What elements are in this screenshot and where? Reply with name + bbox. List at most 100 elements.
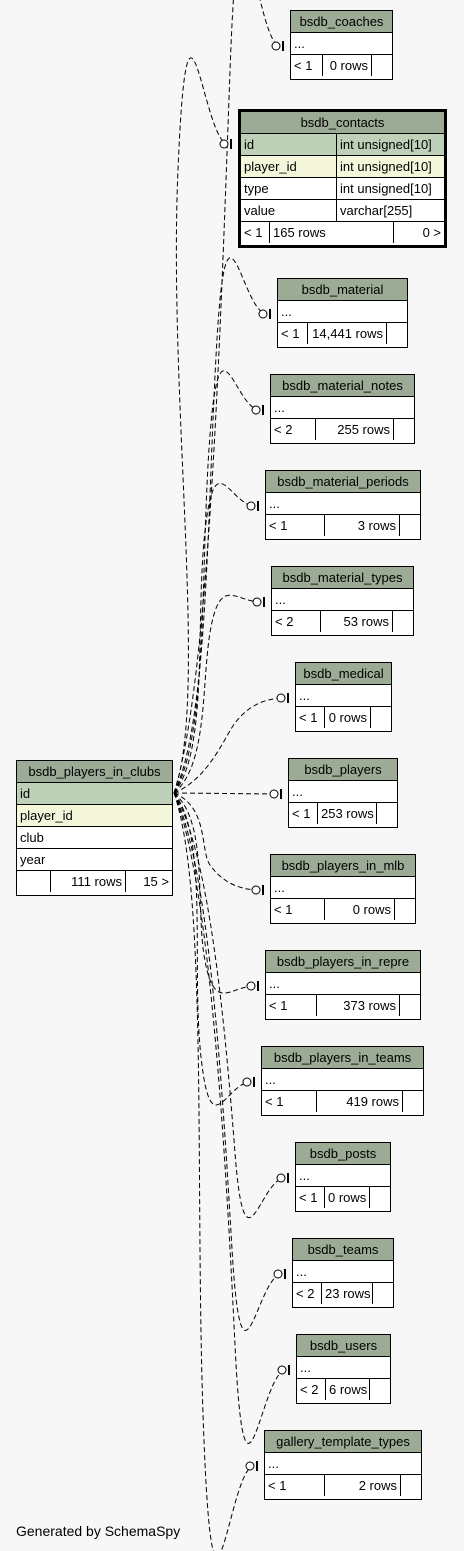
table-title[interactable]: bsdb_medical	[296, 663, 391, 685]
table-title[interactable]: bsdb_players_in_clubs	[17, 761, 172, 783]
children-count[interactable]	[370, 1379, 390, 1400]
children-count[interactable]	[387, 323, 407, 344]
edge-bsdb_contacts	[173, 57, 229, 794]
parents-count[interactable]: < 1	[296, 707, 325, 728]
table-footer: < 1 165 rows 0 >	[241, 222, 444, 243]
table-title[interactable]: bsdb_coaches	[291, 11, 392, 33]
table-title[interactable]: bsdb_material	[278, 279, 407, 301]
table-row[interactable]: ...	[265, 1453, 421, 1475]
parents-count[interactable]	[17, 871, 51, 892]
parents-count[interactable]: < 1	[296, 1187, 325, 1208]
table-row[interactable]: player_id int unsigned[10]	[241, 156, 444, 178]
parents-count[interactable]: < 1	[265, 1475, 325, 1496]
children-count[interactable]	[401, 1475, 421, 1496]
table-row[interactable]: ...	[296, 685, 391, 707]
table-title[interactable]: bsdb_material_notes	[271, 375, 414, 397]
generated-by-note: Generated by SchemaSpy	[16, 1523, 181, 1539]
parents-count[interactable]: < 1	[266, 515, 325, 536]
table-row[interactable]: year	[17, 849, 172, 871]
parents-count[interactable]: < 1	[291, 55, 323, 76]
children-count[interactable]	[394, 419, 414, 440]
children-count[interactable]	[400, 995, 420, 1016]
table-row[interactable]: ...	[272, 589, 413, 611]
table-title[interactable]: bsdb_players_in_teams	[262, 1047, 423, 1069]
table-row[interactable]: ...	[296, 1165, 390, 1187]
table-title[interactable]: bsdb_players	[289, 759, 397, 781]
children-count[interactable]	[403, 1091, 423, 1112]
children-count[interactable]	[370, 1187, 390, 1208]
edge-bsdb_players_in_repre	[173, 792, 256, 994]
parents-count[interactable]: < 2	[297, 1379, 326, 1400]
children-count[interactable]	[395, 899, 415, 920]
zero-cardinality-marker	[273, 1269, 283, 1279]
parents-count[interactable]: < 1	[271, 899, 325, 920]
parents-count[interactable]: < 1	[266, 995, 317, 1016]
table-row[interactable]: type int unsigned[10]	[241, 178, 444, 200]
children-count[interactable]	[371, 707, 391, 728]
parents-count[interactable]: < 1	[241, 222, 270, 243]
table-row[interactable]: ...	[291, 33, 392, 55]
parents-count[interactable]: < 2	[271, 419, 316, 440]
children-count[interactable]	[372, 55, 392, 76]
parents-count[interactable]: < 2	[293, 1283, 322, 1304]
table-row[interactable]: ...	[266, 973, 420, 995]
table-row[interactable]: ...	[266, 493, 420, 515]
table-row[interactable]: value varchar[255]	[241, 200, 444, 222]
edge-bsdb_posts	[173, 792, 286, 1218]
row-count: 255 rows	[316, 419, 394, 440]
table-row[interactable]: ...	[289, 781, 397, 803]
zero-cardinality-marker	[269, 789, 279, 799]
table-bsdb_contacts[interactable]: bsdb_contacts id int unsigned[10] player…	[238, 109, 447, 248]
table-title[interactable]: bsdb_players_in_repre	[266, 951, 420, 973]
table-title[interactable]: bsdb_posts	[296, 1143, 390, 1165]
table-row[interactable]: ...	[271, 397, 414, 419]
parents-count[interactable]: < 1	[262, 1091, 317, 1112]
zero-cardinality-marker	[258, 309, 268, 319]
table-row[interactable]: ...	[262, 1069, 423, 1091]
table-row[interactable]: player_id	[17, 805, 172, 827]
table-row[interactable]: ...	[293, 1261, 393, 1283]
parents-count[interactable]: < 1	[289, 803, 318, 824]
parents-count[interactable]: < 1	[278, 323, 308, 344]
children-count[interactable]: 0 >	[422, 225, 441, 240]
table-title[interactable]: bsdb_material_periods	[266, 471, 420, 493]
children-count[interactable]	[377, 803, 397, 824]
edge-bsdb_material_notes	[173, 370, 261, 794]
table-row[interactable]: id	[17, 783, 172, 805]
table-row[interactable]: id int unsigned[10]	[241, 134, 444, 156]
parents-count[interactable]: < 2	[272, 611, 321, 632]
table-row[interactable]: ...	[271, 877, 415, 899]
children-count[interactable]	[393, 611, 413, 632]
table-bsdb_players_in_clubs[interactable]: bsdb_players_in_clubs id player_id club …	[16, 760, 173, 896]
table-title[interactable]: gallery_template_types	[265, 1431, 421, 1453]
column-type: int unsigned[10]	[340, 181, 432, 196]
children-count[interactable]: 15 >	[143, 874, 169, 889]
children-count[interactable]	[373, 1283, 393, 1304]
table-title[interactable]: bsdb_material_types	[272, 567, 413, 589]
table-title[interactable]: bsdb_teams	[293, 1239, 393, 1261]
table-row[interactable]: ...	[278, 301, 407, 323]
children-count[interactable]	[400, 515, 420, 536]
table-title[interactable]: bsdb_players_in_mlb	[271, 855, 415, 877]
table-row[interactable]: club	[17, 827, 172, 849]
table-row[interactable]: ...	[297, 1357, 390, 1379]
table-title[interactable]: bsdb_users	[297, 1335, 390, 1357]
table-title[interactable]: bsdb_contacts	[241, 112, 444, 134]
